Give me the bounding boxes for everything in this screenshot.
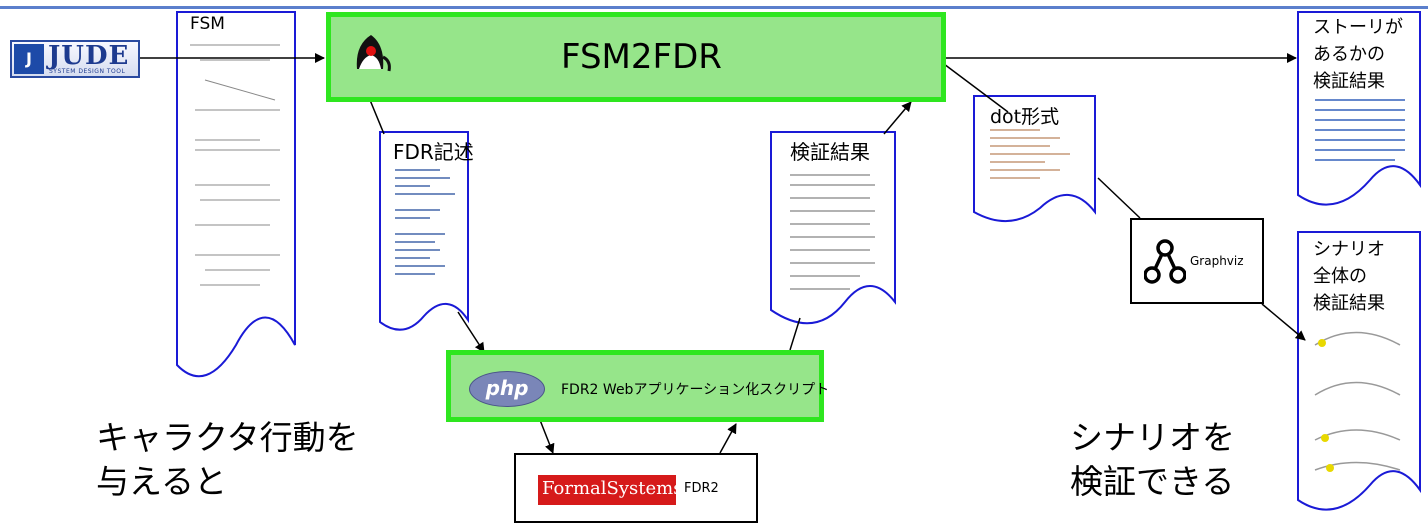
line-php-to-verification-result [789, 317, 801, 351]
jude-logo: J JUDE SYSTEM DESIGN TOOL [10, 40, 140, 78]
scenario-result-document [1297, 231, 1421, 511]
scenario-result-line: 検証結果 [1313, 293, 1385, 314]
php-logo: php [469, 371, 545, 407]
caption-right-line: シナリオを [1070, 418, 1235, 457]
story-result-content [1315, 99, 1405, 161]
fsm-document [176, 11, 296, 378]
dot-format-title: dot形式 [990, 106, 1060, 128]
line-fsm2fdr-to-fdr-description [369, 99, 385, 135]
fsm-document-title: FSM [190, 14, 225, 34]
jude-mark: J [14, 44, 44, 74]
fsm2fdr-title: FSM2FDR [561, 37, 722, 77]
jude-name: JUDE [48, 41, 130, 71]
scenario-result-line: 全体の [1313, 266, 1367, 287]
duke-icon [356, 35, 391, 72]
story-result-line: 検証結果 [1313, 71, 1385, 92]
fsm-document-content [190, 44, 280, 286]
php-script-box: php FDR2 Webアプリケーション化スクリプト [446, 350, 829, 422]
caption-left-line: 与えると [96, 462, 228, 501]
fdr-description-title: FDR記述 [393, 140, 474, 164]
story-result-document [1297, 11, 1421, 206]
fdr-description-document [379, 131, 469, 331]
caption-left-line: キャラクタ行動を [96, 418, 359, 457]
formal-systems-logo: FormalSystems [538, 475, 682, 505]
fdr2-label: FDR2 [684, 481, 719, 496]
line-dot-format-to-graphviz [1097, 177, 1141, 219]
graphviz-box: Graphviz [1130, 218, 1264, 304]
scenario-result-line: シナリオ [1313, 239, 1385, 260]
top-rule [0, 6, 1428, 9]
php-script-label: FDR2 Webアプリケーション化スクリプト [561, 382, 830, 398]
verification-result-title: 検証結果 [790, 140, 870, 164]
story-result-line: あるかの [1313, 44, 1385, 65]
dot-format-document [973, 95, 1096, 223]
story-result-title: ストーリが あるかの 検証結果 [1313, 14, 1403, 95]
php-logo-text: php [485, 376, 529, 400]
fdr-description-content [395, 169, 455, 275]
graphviz-icon [1144, 239, 1186, 284]
arrow-fdr2-to-php [719, 423, 737, 454]
graphviz-label: Graphviz [1190, 254, 1244, 268]
connectors [140, 53, 1306, 454]
fdr2-box: FormalSystems FDR2 [514, 453, 758, 523]
dot-format-content [990, 129, 1070, 179]
scenario-result-title: シナリオ 全体の 検証結果 [1313, 236, 1385, 317]
jude-subtitle: SYSTEM DESIGN TOOL [49, 68, 126, 75]
story-result-line: ストーリが [1313, 17, 1403, 38]
verification-result-content [790, 174, 875, 290]
arrow-verification-result-to-fsm2fdr [883, 101, 912, 135]
line-fsm2fdr-to-dot-format [943, 63, 1009, 113]
caption-right-line: 検証できる [1070, 462, 1235, 501]
arrow-graphviz-to-scenario-result [1261, 303, 1306, 341]
caption-left: キャラクタ行動を 与えると [96, 416, 359, 504]
scenario-result-content [1314, 331, 1401, 472]
formal-systems-text: FormalSystems [542, 478, 683, 499]
arrow-php-to-fdr2 [539, 419, 555, 454]
caption-right: シナリオを 検証できる [1070, 416, 1235, 504]
arrow-fdr-description-to-php [457, 311, 485, 353]
fsm2fdr-box: FSM2FDR [326, 12, 946, 102]
